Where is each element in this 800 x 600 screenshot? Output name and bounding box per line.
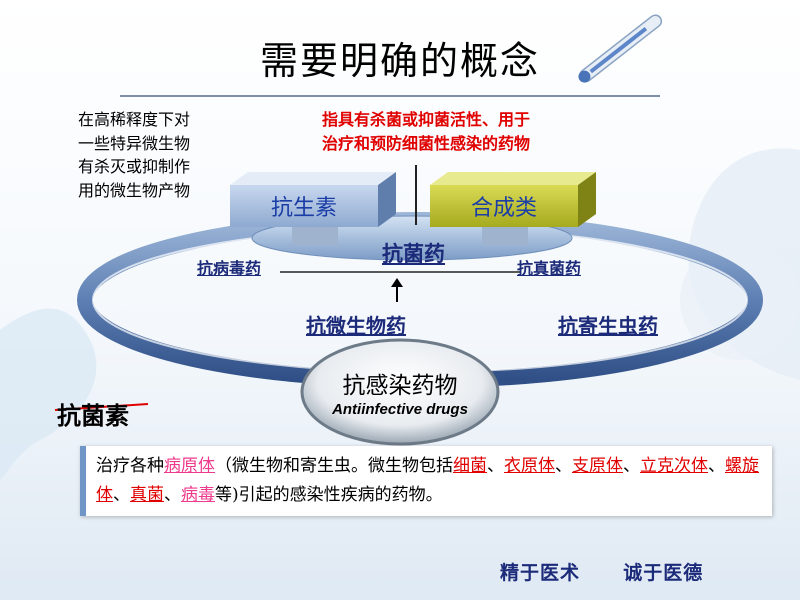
definition-segment: 治疗各种 — [96, 456, 164, 476]
definition-segment: （微生物和寄生虫。微生物包括 — [215, 456, 453, 476]
title-underline — [120, 95, 660, 97]
motto: 精于医术 诚于医德 — [500, 562, 704, 584]
definition-text: 治疗各种病原体（微生物和寄生虫。微生物包括细菌、衣原体、支原体、立克次体、螺旋体… — [96, 452, 764, 510]
fungi-term: 真菌 — [130, 485, 164, 505]
note-line: 在高稀释度下对 — [78, 110, 191, 129]
rickettsia-term: 立克次体 — [640, 456, 708, 476]
anti-infective-subtitle: Antiinfective drugs — [332, 401, 468, 418]
separator: 、 — [555, 456, 572, 476]
pathogen-term: 病原体 — [164, 456, 215, 476]
definition-segment: 等)引起的感染性疾病的药物。 — [215, 485, 443, 505]
page-title: 需要明确的概念 — [259, 39, 540, 83]
spirochete-term: 螺旋体 — [96, 456, 759, 505]
antiviral-label: 抗病毒药 — [197, 259, 262, 278]
bacteria-term: 细菌 — [453, 456, 487, 476]
definition-box: 治疗各种病原体（微生物和寄生虫。微生物包括细菌、衣原体、支原体、立克次体、螺旋体… — [80, 446, 772, 516]
strikethrough-line — [54, 403, 149, 411]
antibiotic-definition-note: 在高稀释度下对 一些特异微生物 有杀灭或抑制作 用的微生物产物 — [78, 108, 278, 202]
note-line: 用的微生物产物 — [78, 180, 191, 200]
separator: 、 — [164, 485, 181, 505]
note-line: 指具有杀菌或抑菌活性、用于 — [322, 110, 531, 129]
thermometer-icon — [578, 14, 663, 83]
separator: 、 — [487, 456, 504, 476]
antiparasitic-label: 抗寄生虫药 — [558, 314, 658, 338]
virus-term: 病毒 — [181, 485, 215, 505]
chlamydia-term: 衣原体 — [504, 456, 555, 476]
antimicrobial-label: 抗微生物药 — [306, 314, 406, 338]
connector-line — [415, 165, 417, 225]
antibiotic-box: 抗生素 — [230, 185, 378, 227]
note-line: 有杀灭或抑制作 — [78, 157, 191, 176]
separator: 、 — [113, 485, 130, 505]
separator: 、 — [708, 456, 725, 476]
antifungal-label: 抗真菌药 — [517, 259, 582, 278]
antibacterial-definition-note: 指具有杀菌或抑菌活性、用于 治疗和预防细菌性感染的药物 — [322, 108, 642, 155]
anti-infective-title: 抗感染药物 — [342, 373, 458, 399]
note-line: 治疗和预防细菌性感染的药物 — [322, 133, 531, 153]
note-line: 一些特异微生物 — [78, 133, 191, 153]
central-hub — [300, 338, 500, 446]
separator: 、 — [623, 456, 640, 476]
synthetic-box: 合成类 — [430, 185, 578, 227]
mycoplasma-term: 支原体 — [572, 456, 623, 476]
antibacterial-label: 抗菌药 — [382, 241, 445, 266]
struck-term: 抗菌素 — [57, 401, 129, 430]
